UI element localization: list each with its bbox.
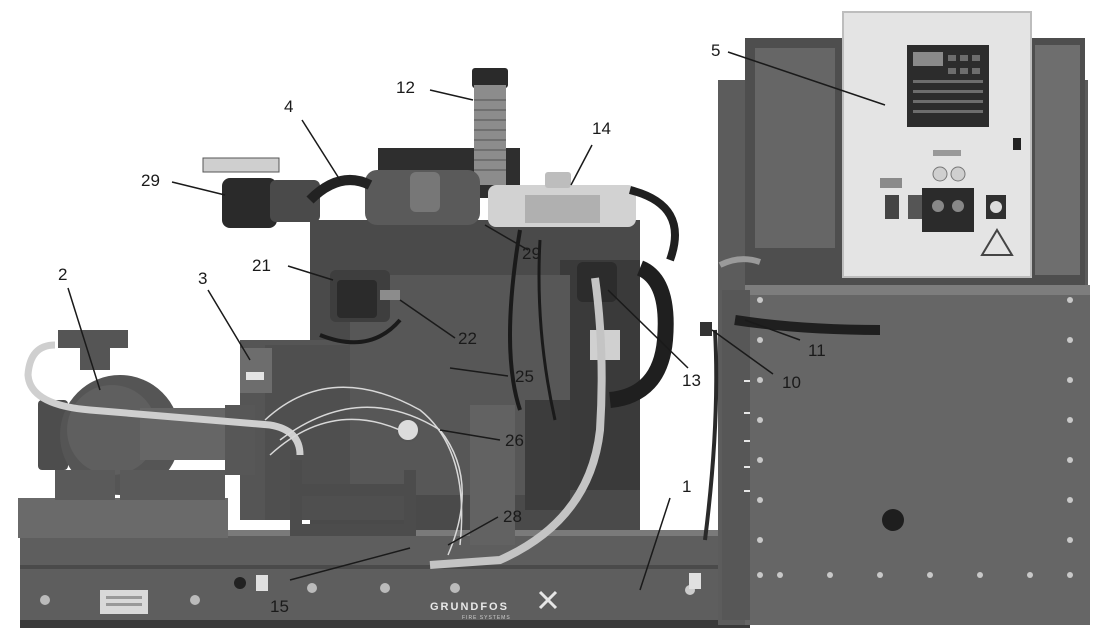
pump-plinth xyxy=(18,498,228,538)
controller-panel xyxy=(842,11,1032,278)
callout-label: 22 xyxy=(458,329,477,348)
callout-label: 29 xyxy=(522,244,541,263)
callout-label: 14 xyxy=(592,119,611,138)
callout-label: 11 xyxy=(808,341,826,360)
callout-label: 3 xyxy=(198,269,208,288)
radiator-hose xyxy=(608,260,674,408)
fuel-filter xyxy=(330,270,400,322)
callout-label: 2 xyxy=(58,265,68,284)
exhaust-pipe xyxy=(472,68,508,185)
callout-label: 4 xyxy=(284,97,294,116)
callout-label: 10 xyxy=(782,373,801,392)
callout-label: 25 xyxy=(515,367,534,386)
callout-label: 26 xyxy=(505,431,524,450)
brand-logo-subtext: FIRE SYSTEMS xyxy=(462,615,511,621)
callout-label: 15 xyxy=(270,597,289,616)
coolant-tank xyxy=(488,172,636,227)
callout-label: 1 xyxy=(682,477,692,496)
callout-label: 28 xyxy=(503,507,522,526)
cooling-loop-pipework xyxy=(290,460,416,536)
air-filter xyxy=(202,157,373,228)
brand-logo-text: GRUNDFOS xyxy=(430,601,509,613)
callout-label: 29 xyxy=(141,171,160,190)
callout-label: 5 xyxy=(711,41,721,60)
leader-lines xyxy=(67,51,886,591)
base-frame xyxy=(20,530,750,628)
callout-label: 21 xyxy=(252,256,271,275)
callout-label: 12 xyxy=(396,78,415,97)
callout-label: 13 xyxy=(682,371,701,390)
